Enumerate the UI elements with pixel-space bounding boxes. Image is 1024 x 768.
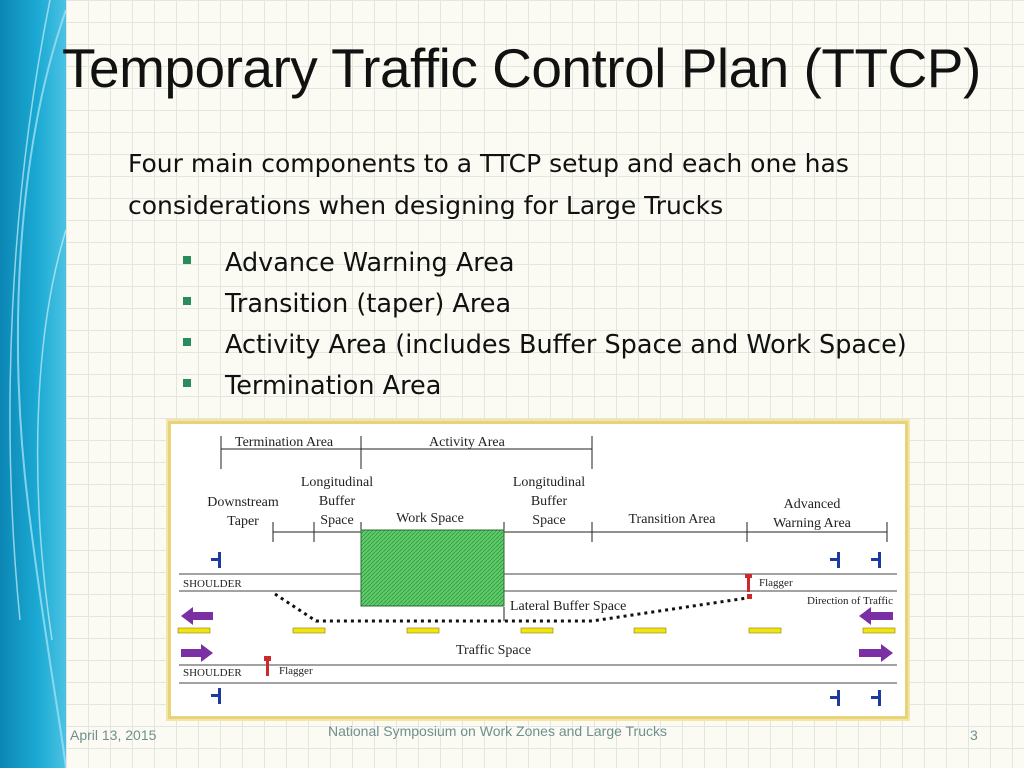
downstream-taper-label-1: Downstream bbox=[207, 495, 279, 510]
square-bullet-icon bbox=[183, 256, 191, 264]
long-buffer-left-label-3: Space bbox=[320, 513, 353, 528]
lateral-buffer-label: Lateral Buffer Space bbox=[510, 599, 626, 614]
long-buffer-right-label-3: Space bbox=[532, 513, 565, 528]
transition-area-label: Transition Area bbox=[629, 512, 717, 527]
work-space-area bbox=[360, 529, 505, 607]
footer-event: National Symposium on Work Zones and Lar… bbox=[328, 723, 668, 739]
square-bullet-icon bbox=[183, 379, 191, 387]
ttcp-diagram-drawing: Termination Area Activity Area Downstrea… bbox=[177, 435, 897, 706]
intro-line-1: Four main components to a TTCP setup and… bbox=[128, 149, 849, 178]
arrow-left-icon bbox=[859, 607, 893, 625]
list-item-text: Advance Warning Area bbox=[225, 248, 515, 278]
long-buffer-right-label-1: Longitudinal bbox=[513, 475, 585, 490]
shoulder-top-label: SHOULDER bbox=[183, 578, 242, 590]
list-item-text: Transition (taper) Area bbox=[225, 289, 512, 319]
slide-title: Temporary Traffic Control Plan (TTCP) bbox=[62, 37, 981, 99]
shoulder-bottom-label: SHOULDER bbox=[183, 667, 242, 679]
footer-date: April 13, 2015 bbox=[70, 727, 157, 743]
direction-of-traffic-label: Direction of Traffic bbox=[807, 595, 893, 607]
list-item-text: Termination Area bbox=[225, 371, 442, 401]
arrow-right-icon bbox=[859, 644, 893, 662]
list-item-text: Activity Area (includes Buffer Space and… bbox=[225, 330, 907, 360]
sign-post-icons bbox=[211, 552, 881, 706]
long-buffer-left-label-2: Buffer bbox=[319, 494, 356, 509]
long-buffer-left-label-1: Longitudinal bbox=[301, 475, 373, 490]
traffic-space-label: Traffic Space bbox=[456, 643, 531, 658]
termination-area-label: Termination Area bbox=[235, 435, 334, 450]
ttcp-diagram: Termination Area Activity Area Downstrea… bbox=[166, 419, 910, 721]
square-bullet-icon bbox=[183, 338, 191, 346]
advance-warning-label-2: Warning Area bbox=[773, 516, 852, 531]
flagger-top-icon bbox=[747, 576, 750, 592]
activity-area-label: Activity Area bbox=[429, 435, 506, 450]
slide-number: 3 bbox=[970, 727, 978, 743]
square-bullet-icon bbox=[183, 297, 191, 305]
arrow-right-icon bbox=[181, 644, 213, 662]
side-decoration bbox=[0, 0, 66, 768]
long-buffer-right-label-2: Buffer bbox=[531, 494, 568, 509]
intro-text: Four main components to a TTCP setup and… bbox=[128, 143, 988, 227]
intro-line-2: considerations when designing for Large … bbox=[128, 191, 724, 220]
flagger-bottom-icon bbox=[266, 660, 269, 676]
flagger-bottom-label: Flagger bbox=[279, 665, 313, 677]
work-space-label: Work Space bbox=[396, 511, 464, 526]
downstream-taper-label-2: Taper bbox=[227, 514, 259, 529]
flagger-top-label: Flagger bbox=[759, 577, 793, 589]
arrow-left-icon bbox=[181, 607, 213, 625]
advance-warning-label-1: Advanced bbox=[784, 497, 841, 512]
lane-markings bbox=[177, 627, 896, 634]
